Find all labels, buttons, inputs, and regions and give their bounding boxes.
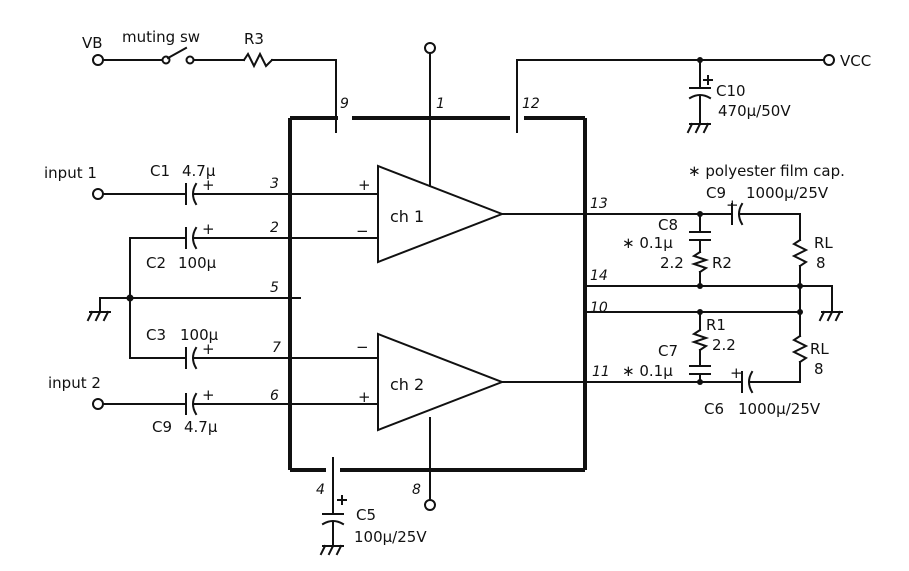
pin-8: 8 — [412, 482, 421, 498]
c10-value: 470μ/50V — [718, 102, 791, 120]
ground-icon — [86, 297, 111, 322]
pin-2: 2 — [270, 220, 279, 236]
pin-3: 3 — [270, 176, 279, 192]
c10-label: C10 — [716, 82, 746, 100]
r2-label: R2 — [712, 254, 732, 272]
muting-switch — [161, 46, 195, 65]
c5-ground-icon — [319, 544, 344, 556]
r1-resistor — [690, 328, 710, 352]
pin-11: 11 — [592, 364, 610, 380]
r2-value: 2.2 — [660, 254, 684, 272]
c8-capacitor — [689, 231, 711, 241]
c8-label: C8 — [658, 216, 678, 234]
input2-terminal — [92, 398, 104, 410]
c6-plus: + — [730, 364, 743, 382]
vcc-label: VCC — [840, 52, 871, 70]
ch2-minus: − — [356, 338, 369, 356]
polyester-note: ∗ polyester film cap. — [688, 162, 845, 180]
pin-4: 4 — [316, 482, 325, 498]
rl2-resistor — [791, 334, 809, 364]
ic-body — [288, 116, 587, 472]
ch2-label: ch 2 — [390, 375, 424, 394]
c5-value: 100μ/25V — [354, 528, 427, 546]
r3-resistor — [242, 51, 274, 69]
r3-label: R3 — [244, 30, 264, 48]
c5-capacitor — [321, 495, 347, 526]
pin1-terminal — [424, 42, 436, 54]
ch2-amplifier: ch 2 − + — [356, 332, 505, 432]
c9-output-label: C9 — [706, 184, 726, 202]
pin-5: 5 — [270, 280, 279, 296]
pin-13: 13 — [590, 196, 608, 212]
c3-label: C3 — [146, 326, 166, 344]
muting-sw-label: muting sw — [122, 28, 200, 46]
c3-value: 100μ — [180, 326, 219, 344]
c2-label: C2 — [146, 254, 166, 272]
ch2-plus: + — [358, 388, 371, 406]
ch1-plus: + — [358, 176, 371, 194]
c2-value: 100μ — [178, 254, 217, 272]
r1-value: 2.2 — [712, 336, 736, 354]
rl2-value: 8 — [814, 360, 824, 378]
pin8-terminal — [424, 499, 436, 511]
rl1-label: RL — [814, 234, 833, 252]
c9-output-plus: + — [726, 196, 739, 214]
c7-label: C7 — [658, 342, 678, 360]
pin-14: 14 — [590, 268, 608, 284]
c7-capacitor — [689, 365, 711, 375]
c9-input-value: 4.7μ — [184, 418, 218, 436]
c9-input-plus: + — [202, 386, 215, 404]
c10-ground-icon — [686, 122, 711, 134]
c1-label: C1 — [150, 162, 170, 180]
rl2-label: RL — [810, 340, 829, 358]
ch1-label: ch 1 — [390, 207, 424, 226]
ch1-amplifier: ch 1 + − — [356, 164, 505, 264]
c7-value: ∗ 0.1μ — [622, 362, 673, 380]
c2-plus: + — [202, 220, 215, 238]
pin-7: 7 — [272, 340, 281, 356]
rl1-resistor — [791, 238, 809, 268]
c6-value: 1000μ/25V — [738, 400, 821, 418]
rl1-value: 8 — [816, 254, 826, 272]
c6-label: C6 — [704, 400, 724, 418]
vb-terminal — [92, 54, 104, 66]
input1-terminal — [92, 188, 104, 200]
pin-9: 9 — [340, 96, 349, 112]
pin-1: 1 — [436, 96, 445, 112]
pin-6: 6 — [270, 388, 279, 404]
c1-plus: + — [202, 176, 215, 194]
c9-output-value: 1000μ/25V — [746, 184, 829, 202]
c5-label: C5 — [356, 506, 376, 524]
pin-12: 12 — [522, 96, 540, 112]
pin-10: 10 — [590, 300, 608, 316]
r2-resistor — [690, 250, 710, 274]
c1-value: 4.7μ — [182, 162, 216, 180]
ch1-minus: − — [356, 222, 369, 240]
c9-input-label: C9 — [152, 418, 172, 436]
vb-label: VB — [82, 34, 103, 52]
c8-value: ∗ 0.1μ — [622, 234, 673, 252]
right-ground-icon — [818, 310, 843, 322]
input2-label: input 2 — [48, 374, 101, 392]
c3-plus: + — [202, 340, 215, 358]
input1-label: input 1 — [44, 164, 97, 182]
r1-label: R1 — [706, 316, 726, 334]
vcc-terminal — [823, 54, 835, 66]
